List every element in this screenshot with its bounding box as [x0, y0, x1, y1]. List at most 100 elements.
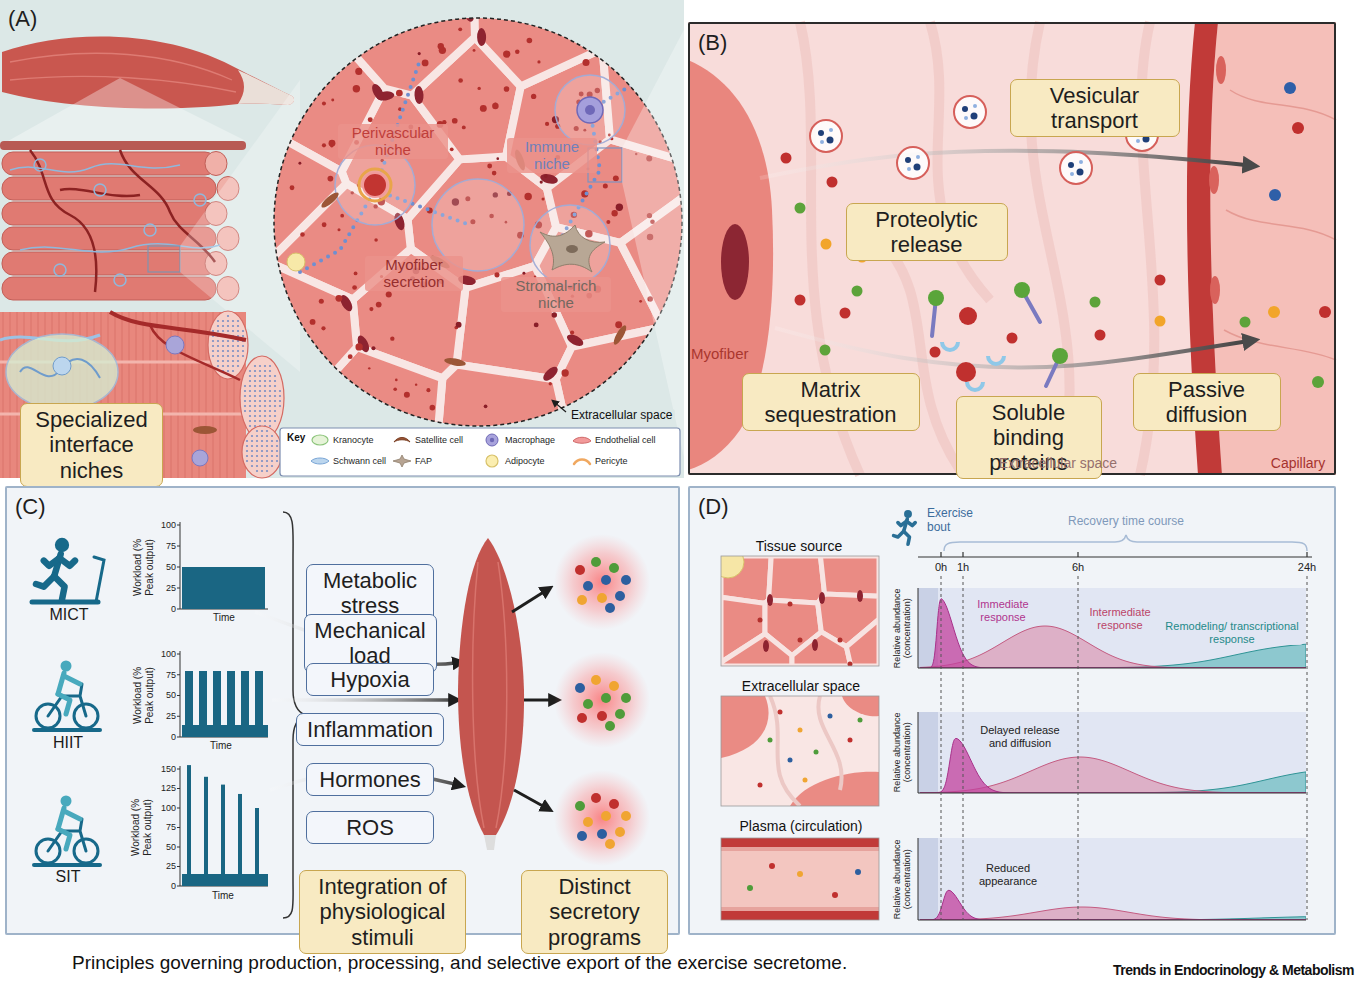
myofibril	[249, 390, 251, 392]
legend-text: Satellite cell	[415, 435, 463, 445]
binding-protein	[986, 356, 1006, 366]
myofibril	[266, 435, 268, 437]
myofiber	[790, 772, 879, 806]
secreted-factor	[549, 382, 552, 385]
tissue-thumbnail	[721, 556, 879, 666]
secreted-factor	[848, 738, 853, 743]
runner-icon	[894, 510, 916, 544]
immediate-curve	[920, 599, 1306, 668]
tendon	[238, 70, 294, 105]
brace	[944, 535, 1307, 551]
myofibril	[256, 445, 258, 447]
secreted-factor	[352, 285, 357, 290]
thumbnail-ground	[721, 696, 879, 806]
myonucleus	[857, 590, 863, 602]
secreted-factor	[848, 662, 853, 667]
axis-tick	[177, 567, 180, 568]
secreted-factor	[639, 300, 642, 303]
myofibril	[266, 460, 268, 462]
satellite-cell	[193, 426, 217, 434]
zoom-outline	[274, 18, 682, 426]
secreted-factor	[487, 164, 492, 169]
leader-arrow	[553, 401, 566, 412]
transport-arrow	[775, 328, 1255, 367]
myofibril	[251, 465, 253, 467]
legend-sample	[310, 454, 330, 468]
myofibril	[227, 315, 229, 317]
secreted-factor	[477, 87, 480, 90]
runner-limb	[59, 558, 75, 566]
secreted-factor	[605, 839, 615, 849]
myofibril	[271, 450, 273, 452]
myonucleus	[541, 364, 560, 383]
fap-nucleus	[566, 245, 578, 253]
myofibril	[222, 355, 224, 357]
myofibril	[259, 410, 261, 412]
timeline	[918, 556, 1312, 557]
box-label: Hypoxia	[330, 667, 409, 692]
stimulus-box: Metabolic stress	[306, 564, 434, 623]
secreted-factor	[492, 103, 499, 110]
secreted-factor	[328, 176, 334, 182]
secreted-factor	[335, 295, 342, 302]
box-label: Specialized interface niches	[29, 407, 154, 483]
workload-bar	[182, 567, 265, 609]
secreted-factor	[404, 392, 410, 398]
annotation: 50	[166, 562, 176, 572]
annotation: 75	[166, 670, 176, 680]
secreted-factor	[369, 307, 373, 311]
time-marker	[941, 576, 942, 920]
annotation: 6h	[1072, 561, 1084, 574]
satellite-cell	[611, 324, 628, 347]
vesicle-cargo	[971, 113, 978, 120]
myonucleus	[819, 592, 825, 604]
secreted-factor	[615, 709, 625, 719]
vesicle-cargo	[914, 164, 921, 171]
legend-sample	[392, 454, 412, 468]
secreted-factor	[338, 228, 341, 231]
myofibril	[261, 440, 263, 442]
annotation: Time	[210, 740, 232, 752]
vesicle	[1060, 152, 1092, 184]
myofibril	[249, 420, 251, 422]
myofibril	[266, 465, 268, 467]
annotation: 0	[171, 881, 176, 891]
myofibril	[271, 440, 273, 442]
myofiber	[842, 696, 879, 716]
secreted-factor	[331, 99, 334, 102]
myofibril	[217, 350, 219, 352]
vesicle-cargo	[1068, 162, 1074, 168]
box-label: Inflammation	[307, 717, 433, 742]
vessel-lumen	[363, 173, 387, 197]
secreted-factor	[395, 379, 398, 382]
secreted-factor	[609, 799, 619, 809]
legend-entry: Kranocyte	[310, 433, 374, 447]
secreted-factor	[601, 693, 611, 703]
annotation: Tissue source	[756, 538, 843, 554]
axis-tick	[177, 674, 180, 675]
myofibril	[227, 345, 229, 347]
plot-ground	[918, 838, 1306, 920]
annotation: 100	[161, 803, 176, 813]
plot-axis	[918, 838, 919, 920]
secreted-factor	[484, 405, 488, 409]
vessel-wall	[721, 911, 879, 920]
axis-title: Workload (% Peak output)	[130, 788, 153, 866]
secreted-factor	[820, 345, 831, 356]
myofibril	[251, 455, 253, 457]
plasma-thumbnail	[721, 838, 879, 920]
myofibril	[256, 430, 258, 432]
myofibril	[254, 395, 256, 397]
legend-entry: Macrophage	[482, 433, 555, 447]
secreted-factor	[828, 714, 833, 719]
stimulus-box: Hormones	[306, 763, 434, 796]
myofibril	[251, 450, 253, 452]
myofibril	[237, 365, 239, 367]
capillary	[150, 325, 240, 380]
capillary	[110, 312, 246, 340]
secreted-factor	[781, 153, 792, 164]
myofibril	[261, 445, 263, 447]
secreted-factor	[544, 174, 548, 178]
stimulus-box: ROS	[306, 811, 434, 844]
myofibril	[254, 380, 256, 382]
